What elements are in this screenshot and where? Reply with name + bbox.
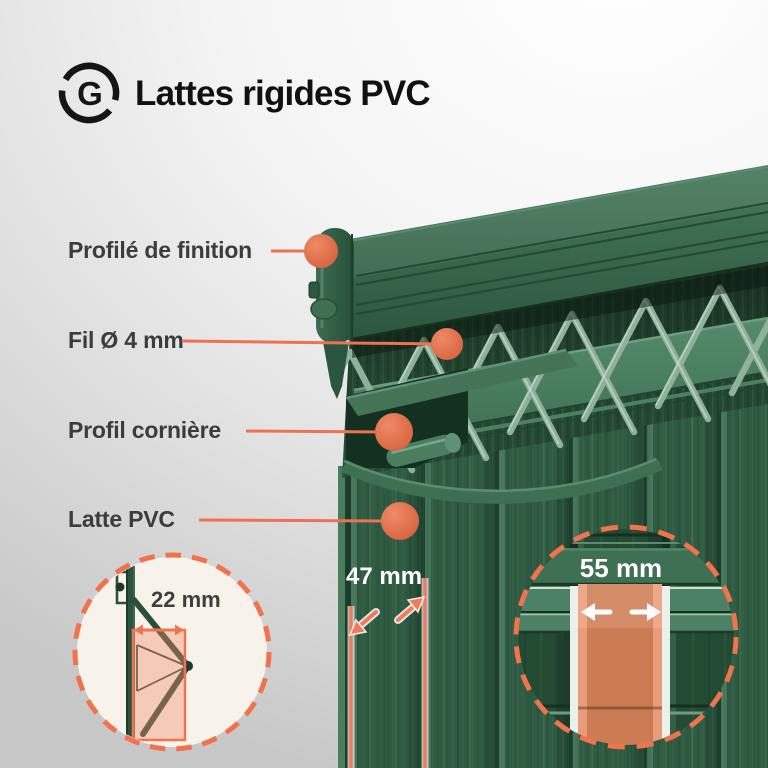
dimension-22mm-label: 22 mm xyxy=(151,587,221,612)
logo-letter: G xyxy=(77,75,103,112)
brand-logo-icon: G xyxy=(58,62,120,124)
dimension-55mm-label: 55 mm xyxy=(580,553,662,583)
callout-profil-corniere: Profil cornière xyxy=(68,417,221,443)
dimension-47mm-label: 47 mm xyxy=(346,563,422,590)
leader-latte xyxy=(198,518,391,523)
leader-fil xyxy=(182,339,441,346)
callout-profile-finition: Profilé de finition xyxy=(68,237,253,263)
zoom-slat-faces xyxy=(518,586,734,634)
dimension-22mm: 22 mm xyxy=(131,587,221,742)
dimension-55mm-arrows xyxy=(581,603,661,621)
page-title: Lattes rigides PVC xyxy=(135,74,431,113)
callout-leaders xyxy=(182,249,441,523)
callout-latte-pvc: Latte PVC xyxy=(68,506,175,532)
header: G Lattes rigides PVC xyxy=(57,61,431,125)
dot-fil xyxy=(431,328,463,360)
dimension-47mm: 47 mm xyxy=(346,563,429,768)
dot-profile-finition xyxy=(304,234,338,268)
callout-dots xyxy=(304,234,463,540)
corner-profile-pin xyxy=(386,432,461,467)
wire-cross-section xyxy=(115,582,125,592)
dot-corniere xyxy=(375,413,413,451)
profile-grooves xyxy=(355,201,768,316)
detail-circle-55mm-border xyxy=(513,524,739,750)
dimension-47mm-arrows xyxy=(348,595,426,637)
detail-circle-55mm: 55 mm xyxy=(513,524,739,750)
corner-profile xyxy=(341,348,663,504)
slat-wall-left-edge xyxy=(338,466,345,768)
leader-corniere xyxy=(245,429,385,434)
detail-circle-22mm: 22 mm xyxy=(72,552,272,752)
callout-fil-4mm: Fil Ø 4 mm xyxy=(68,327,184,353)
detail-circle-22mm-border xyxy=(72,552,272,752)
slat-cross-section xyxy=(115,558,193,744)
dot-latte xyxy=(381,502,419,540)
wire-end-pin xyxy=(310,298,338,320)
